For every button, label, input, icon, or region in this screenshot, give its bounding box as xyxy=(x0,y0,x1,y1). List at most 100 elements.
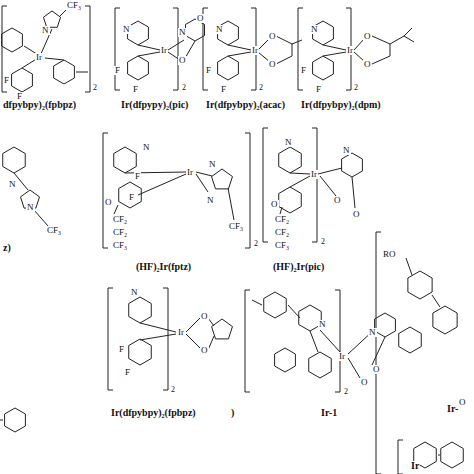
atom-label: O xyxy=(352,210,361,219)
ring xyxy=(441,442,464,468)
atom-label: F xyxy=(315,85,322,94)
atom-label: F xyxy=(114,66,121,75)
atom-label: O xyxy=(363,60,372,69)
atom-label: F xyxy=(118,345,125,354)
ring xyxy=(129,297,152,323)
bond xyxy=(186,334,200,348)
ring xyxy=(279,147,302,173)
atom-label: O xyxy=(200,346,209,355)
atom-label: CF₂ xyxy=(274,228,290,237)
bond xyxy=(34,210,48,226)
ring xyxy=(129,339,152,365)
bond xyxy=(76,72,88,73)
subscript-count: 2 xyxy=(353,84,359,92)
atom-label: N xyxy=(208,160,217,169)
ring xyxy=(43,11,60,27)
bond xyxy=(323,45,346,50)
atom-label: RO xyxy=(382,250,397,259)
subscript-count: 2 xyxy=(343,388,349,396)
bond xyxy=(140,323,176,332)
bond xyxy=(352,177,355,208)
bracket xyxy=(115,8,178,90)
ring xyxy=(313,56,334,80)
bond xyxy=(290,173,310,174)
compound-name: Ir(dfpybpy)₂(dpm) xyxy=(300,100,382,110)
atom-label: O xyxy=(360,378,369,387)
subscript-count: 2 xyxy=(170,386,176,394)
ring xyxy=(399,327,422,353)
ring xyxy=(5,408,26,432)
compound-name: Ir(dfpypy)₂(pic) xyxy=(120,100,189,110)
compound-name: Ir(dfpybpy)₂(acac) xyxy=(205,100,286,110)
bond xyxy=(186,318,200,332)
atom-label: F xyxy=(300,66,307,75)
bond xyxy=(320,176,336,196)
ring xyxy=(408,271,432,299)
bond xyxy=(168,40,184,50)
bracket-set xyxy=(2,6,403,474)
atom-label: N xyxy=(142,143,151,152)
bracket xyxy=(376,232,381,474)
atom-label: F xyxy=(16,92,23,101)
ring xyxy=(128,21,149,45)
ring xyxy=(128,56,149,80)
ring xyxy=(218,56,239,80)
bond xyxy=(228,45,251,50)
bond xyxy=(292,44,293,56)
compound-name: dfpybpy)₂(fpbpz) xyxy=(2,100,77,110)
bond xyxy=(196,172,212,176)
bond xyxy=(196,174,208,192)
atom-label: F xyxy=(205,66,212,75)
bond xyxy=(138,45,160,50)
bracket xyxy=(263,128,317,242)
subscript-count: 2 xyxy=(181,84,187,92)
atom-label: O xyxy=(268,60,277,69)
ring xyxy=(114,147,137,173)
ring xyxy=(12,68,33,92)
compound-name: ) xyxy=(230,408,235,418)
atom-label: Ir xyxy=(310,170,318,179)
bond-set xyxy=(0,6,440,455)
atom-label: N xyxy=(368,328,377,337)
atom-label: Ir xyxy=(177,328,185,337)
atom-label: O xyxy=(372,365,381,374)
atom-label: O xyxy=(268,32,277,41)
ring xyxy=(433,306,457,334)
bond xyxy=(292,40,302,44)
atom-label: O xyxy=(104,198,113,207)
atom-label: Ir xyxy=(186,168,194,177)
bond xyxy=(290,176,310,187)
atom-label: F xyxy=(128,193,135,202)
ring xyxy=(212,319,233,339)
bond xyxy=(0,420,3,421)
bracket xyxy=(203,8,256,90)
atom-label: CF₂ xyxy=(274,215,290,224)
bond xyxy=(372,337,385,365)
atom-label: O xyxy=(196,14,205,23)
bond xyxy=(276,36,292,44)
bracket xyxy=(245,290,340,392)
bracket xyxy=(103,133,250,248)
subscript-count: 2 xyxy=(258,84,264,92)
atom-label: CF₃ xyxy=(46,226,62,235)
atom-label: CF₃ xyxy=(112,241,128,250)
bond xyxy=(372,56,390,64)
compound-name: (HF)₂Ir(fptz) xyxy=(135,262,192,272)
atom-label: Ir xyxy=(251,46,259,55)
bond xyxy=(138,52,160,56)
bond xyxy=(252,300,262,305)
atom-label: CF₃ xyxy=(228,222,244,231)
atom-label: N xyxy=(26,203,35,212)
bond xyxy=(318,168,342,174)
ring xyxy=(54,60,75,84)
atom-label: Ir xyxy=(160,46,168,55)
atom-label: Ir xyxy=(346,46,354,55)
bond xyxy=(228,188,234,220)
atom-label: F xyxy=(220,85,227,94)
subscript-count: 2 xyxy=(92,84,98,92)
atom-label: O xyxy=(363,32,372,41)
subscript-count: 2 xyxy=(320,238,326,246)
ring xyxy=(119,182,142,208)
bond xyxy=(45,58,64,60)
